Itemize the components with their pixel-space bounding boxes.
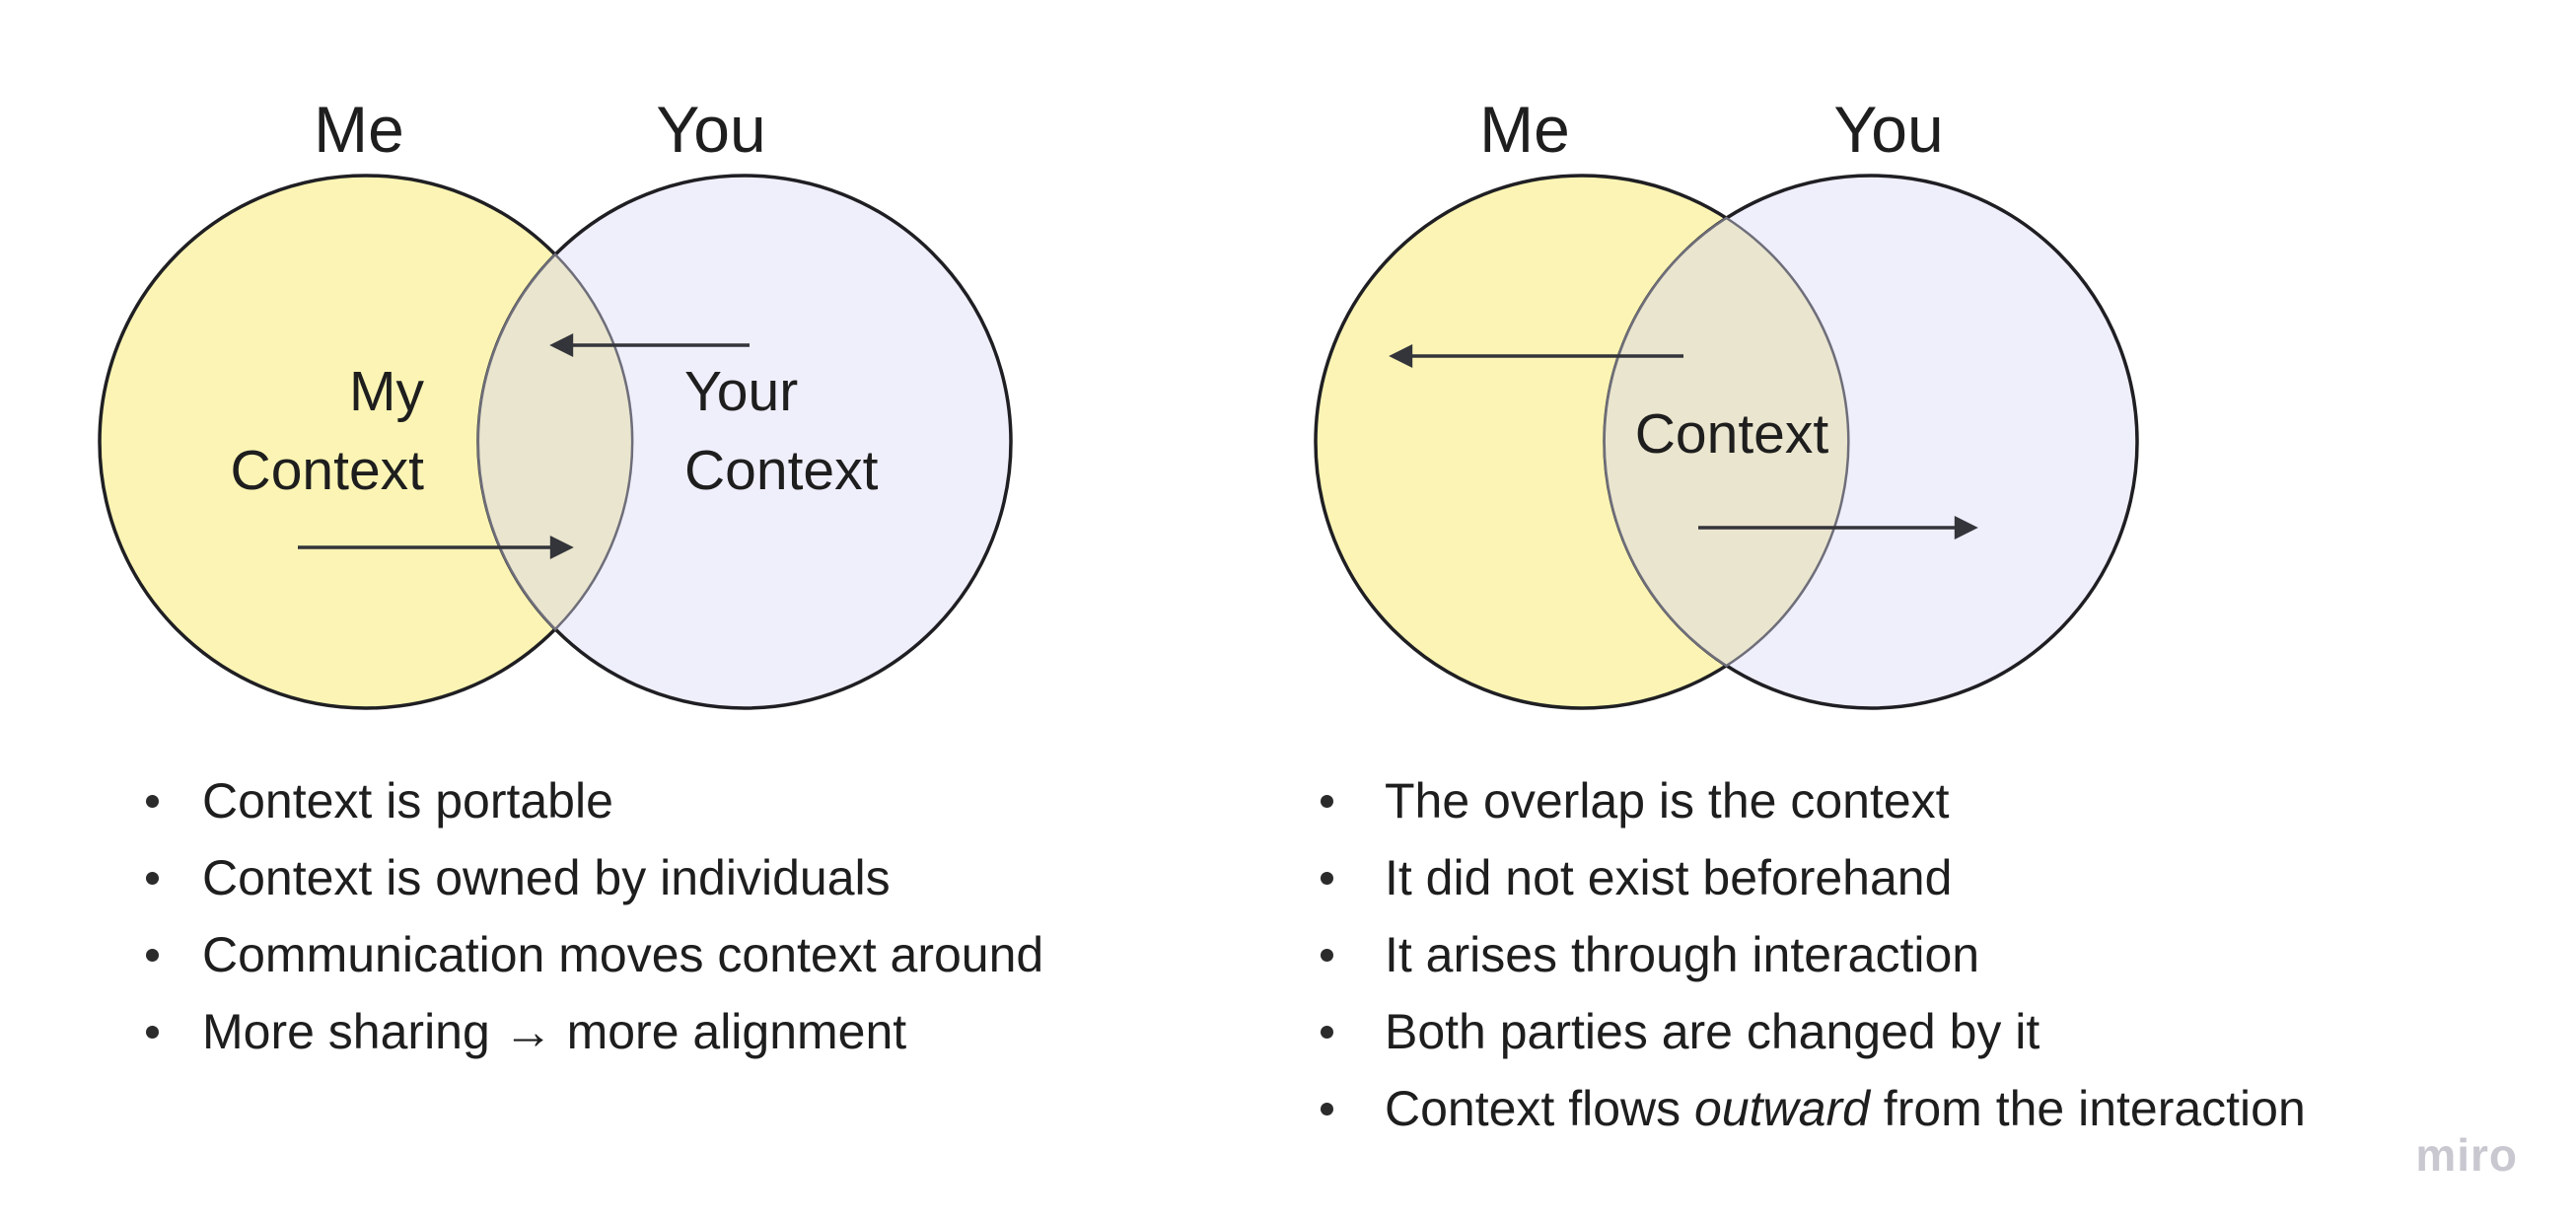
list-item[interactable]: It did not exist beforehand [1321, 839, 2306, 916]
right-venn-overlap[interactable] [1603, 216, 1850, 668]
bullet-text-pre: Context flows [1385, 1081, 1695, 1136]
bullet-dot [146, 871, 159, 885]
bullet-dot [1321, 1102, 1333, 1115]
bullet-text: Context flows outward from the interacti… [1385, 1070, 2306, 1147]
list-item[interactable]: It arises through interaction [1321, 916, 2306, 993]
left-venn-overlap[interactable] [476, 252, 634, 631]
bullet-text-post: from the interaction [1869, 1081, 2306, 1136]
list-item[interactable]: The overlap is the context [1321, 762, 2306, 839]
bullet-text: Context is owned by individuals [202, 850, 891, 905]
list-item[interactable]: More sharing → more alignment [146, 993, 1043, 1070]
bullet-text-italic: outward [1694, 1081, 1870, 1136]
list-item[interactable]: Context flows outward from the interacti… [1321, 1070, 2306, 1147]
left-diagram-bullet-list: Context is portable Context is owned by … [146, 762, 1043, 1070]
bullet-dot [146, 1025, 159, 1039]
left-venn-me-title[interactable]: Me [314, 93, 404, 166]
list-item[interactable]: Communication moves context around [146, 916, 1043, 993]
bullet-dot [1321, 871, 1333, 885]
bullet-dot [1321, 948, 1333, 962]
left-venn-my-context-label[interactable]: My Context [230, 360, 424, 502]
list-item[interactable]: Context is portable [146, 762, 1043, 839]
bullet-text: It arises through interaction [1385, 927, 1980, 982]
list-item[interactable]: Context is owned by individuals [146, 839, 1043, 916]
left-venn-you-title[interactable]: You [656, 93, 766, 166]
bullet-text: Both parties are changed by it [1385, 1004, 2040, 1059]
miro-watermark: miro [2415, 1129, 2518, 1181]
bullet-dot [1321, 1025, 1333, 1039]
right-venn-context-label[interactable]: Context [1634, 402, 1829, 466]
bullet-text: Communication moves context around [202, 927, 1044, 982]
right-diagram-bullet-list: The overlap is the context It did not ex… [1321, 762, 2306, 1147]
list-item[interactable]: Both parties are changed by it [1321, 993, 2306, 1070]
bullet-text: It did not exist beforehand [1385, 850, 1953, 905]
left-venn-your-context-label[interactable]: Your Context [684, 360, 879, 502]
right-venn-me-title[interactable]: Me [1479, 93, 1570, 166]
bullet-text: The overlap is the context [1385, 773, 1950, 828]
bullet-dot [146, 794, 159, 808]
bullet-text: Context is portable [202, 773, 613, 828]
bullet-text: More sharing → more alignment [202, 1004, 907, 1059]
right-venn-you-title[interactable]: You [1833, 93, 1944, 166]
bullet-dot [146, 948, 159, 962]
bullet-dot [1321, 794, 1333, 808]
